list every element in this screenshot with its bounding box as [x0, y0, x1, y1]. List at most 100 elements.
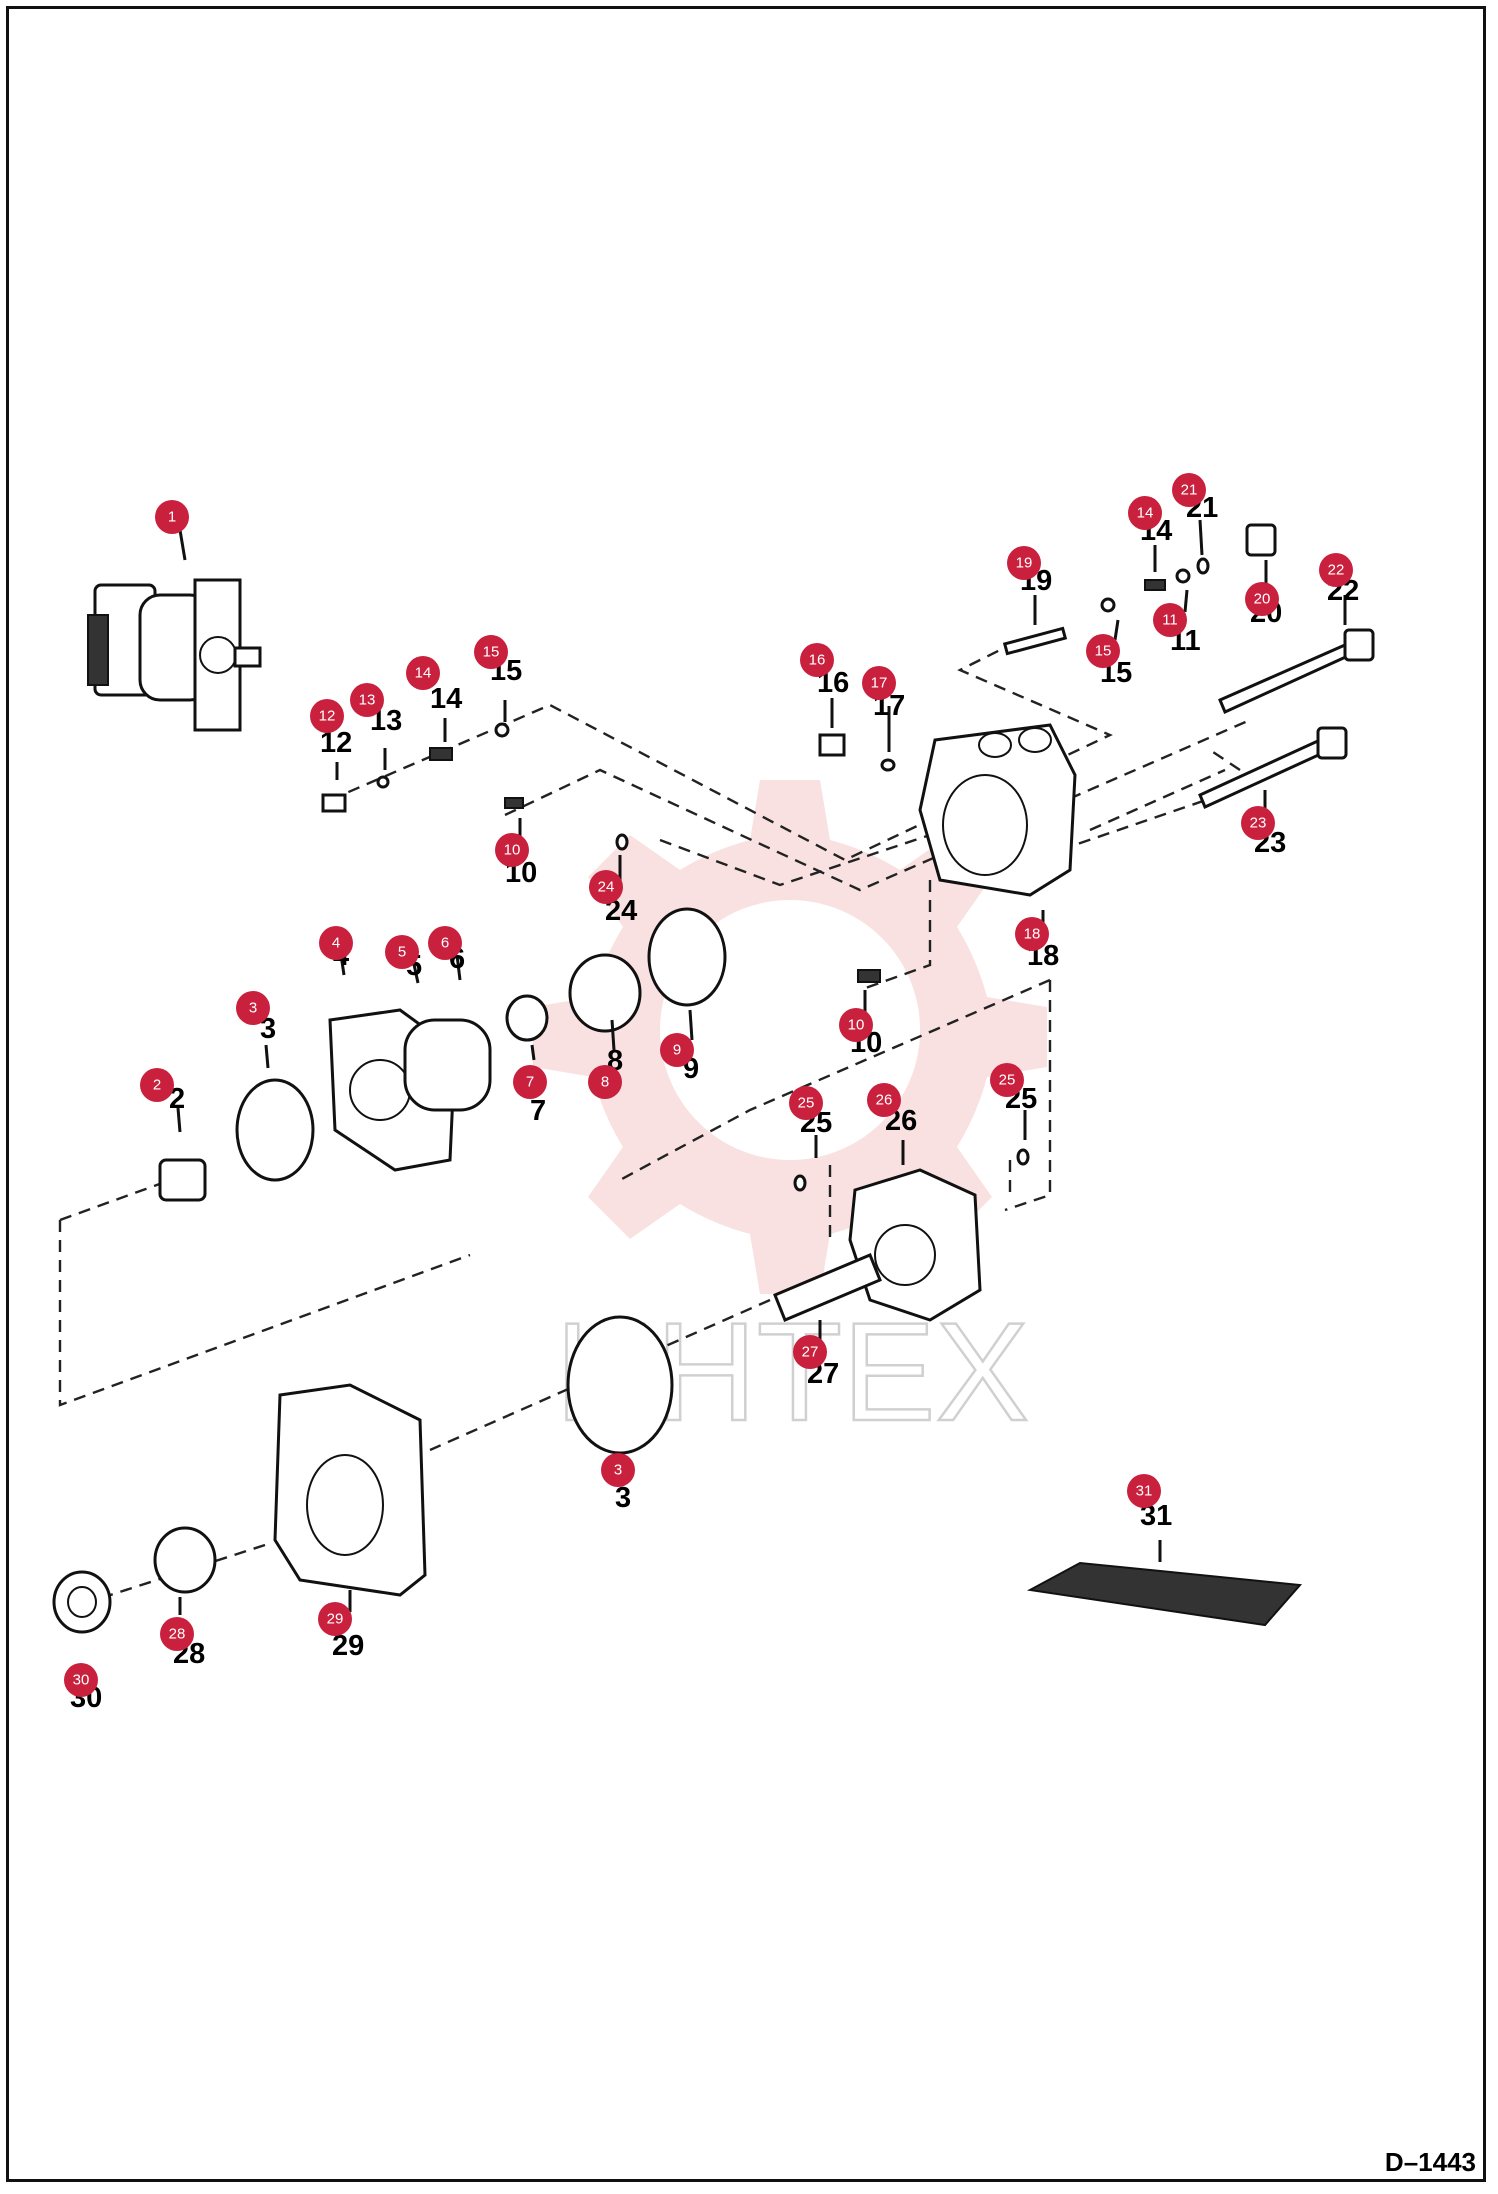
- svg-text:4: 4: [332, 935, 340, 952]
- rotor: [403, 1018, 492, 1112]
- printed-3a: 3: [260, 1013, 276, 1045]
- badge-18[interactable]: 18: [1015, 917, 1049, 951]
- badge-26[interactable]: 26: [867, 1083, 901, 1117]
- part-shapes: [52, 523, 1375, 1634]
- badge-6[interactable]: 6: [428, 926, 462, 960]
- svg-text:31: 31: [1136, 1483, 1153, 1500]
- badge-13[interactable]: 13: [350, 683, 384, 717]
- seal-kit: [1026, 1561, 1303, 1627]
- shaft-seal: [52, 1570, 112, 1634]
- fitting-16: [818, 733, 846, 757]
- badge-14a[interactable]: 14: [406, 656, 440, 690]
- o-ring-25-right: [1016, 1148, 1030, 1166]
- ball-13: [376, 775, 390, 789]
- badge-15b[interactable]: 15: [1086, 634, 1120, 668]
- svg-text:15: 15: [1095, 643, 1112, 660]
- svg-text:11: 11: [1162, 612, 1178, 629]
- spring-14-right: [1144, 579, 1166, 591]
- plug-20: [1245, 523, 1277, 557]
- svg-text:14: 14: [415, 665, 432, 682]
- svg-text:17: 17: [871, 675, 888, 692]
- o-ring-25-left: [793, 1174, 807, 1192]
- svg-text:6: 6: [441, 935, 449, 952]
- badge-24[interactable]: 24: [589, 870, 623, 904]
- badge-8[interactable]: 8: [588, 1065, 622, 1099]
- gerotor: [848, 1168, 982, 1322]
- svg-text:22: 22: [1328, 562, 1345, 579]
- svg-text:15: 15: [483, 644, 500, 661]
- svg-text:9: 9: [673, 1042, 681, 1059]
- end-housing: [918, 723, 1077, 897]
- badge-11[interactable]: 11: [1153, 603, 1187, 637]
- front-housing: [273, 1383, 427, 1597]
- badge-22[interactable]: 22: [1319, 553, 1353, 587]
- printed-2: 2: [169, 1083, 185, 1115]
- ring: [568, 953, 642, 1033]
- drawing-code: D–1443: [1384, 2147, 1476, 2177]
- badge-28[interactable]: 28: [160, 1617, 194, 1651]
- svg-text:10: 10: [848, 1017, 865, 1034]
- svg-text:18: 18: [1024, 926, 1041, 943]
- ball-11: [1175, 568, 1191, 584]
- ring-28: [153, 1526, 217, 1594]
- badge-19[interactable]: 19: [1007, 546, 1041, 580]
- svg-text:1: 1: [168, 509, 176, 526]
- spring-upper: [504, 797, 524, 809]
- badge-25b[interactable]: 25: [990, 1063, 1024, 1097]
- svg-text:27: 27: [802, 1344, 819, 1361]
- badge-31[interactable]: 31: [1127, 1474, 1161, 1508]
- badge-2[interactable]: 2: [140, 1068, 174, 1102]
- badge-27[interactable]: 27: [793, 1335, 827, 1369]
- motor-assembly: [87, 578, 262, 732]
- o-ring-lower: [566, 1315, 674, 1455]
- printed-3b: 3: [615, 1482, 631, 1514]
- badge-5[interactable]: 5: [385, 935, 419, 969]
- badge-20[interactable]: 20: [1245, 582, 1279, 616]
- o-ring-17: [880, 758, 896, 772]
- badge-4[interactable]: 4: [319, 926, 353, 960]
- svg-text:28: 28: [169, 1626, 186, 1643]
- badge-10b[interactable]: 10: [839, 1008, 873, 1042]
- svg-text:25: 25: [999, 1072, 1016, 1089]
- badge-1[interactable]: 1: [155, 500, 189, 534]
- drive-shaft: [773, 1253, 882, 1322]
- badge-30[interactable]: 30: [64, 1663, 98, 1697]
- badge-16[interactable]: 16: [800, 643, 834, 677]
- plug-12: [321, 793, 347, 813]
- svg-text:5: 5: [398, 944, 406, 961]
- svg-text:26: 26: [876, 1092, 893, 1109]
- o-ring-21: [1196, 557, 1210, 575]
- printed-7: 7: [530, 1095, 546, 1127]
- badge-12[interactable]: 12: [310, 699, 344, 733]
- badge-15a[interactable]: 15: [474, 635, 508, 669]
- badge-25a[interactable]: 25: [789, 1086, 823, 1120]
- badge-10a[interactable]: 10: [495, 833, 529, 867]
- badge-29[interactable]: 29: [318, 1602, 352, 1636]
- svg-text:3: 3: [614, 1462, 622, 1479]
- assembly-lines: [58, 638, 1251, 1602]
- badge-9[interactable]: 9: [660, 1033, 694, 1067]
- ball-15: [494, 722, 510, 738]
- svg-text:7: 7: [526, 1074, 534, 1091]
- badge-3a[interactable]: 3: [236, 991, 270, 1025]
- badge-3b[interactable]: 3: [601, 1453, 635, 1487]
- badge-17[interactable]: 17: [862, 666, 896, 700]
- seal: [505, 994, 549, 1042]
- svg-text:24: 24: [598, 879, 615, 896]
- svg-text:13: 13: [359, 692, 376, 709]
- badge-21[interactable]: 21: [1172, 473, 1206, 507]
- badge-14b[interactable]: 14: [1128, 496, 1162, 530]
- spring-lower: [857, 969, 881, 983]
- svg-text:14: 14: [1137, 505, 1154, 522]
- svg-text:3: 3: [249, 1000, 257, 1017]
- pin-19: [1002, 626, 1068, 656]
- coupling: [158, 1158, 207, 1202]
- svg-text:21: 21: [1181, 482, 1198, 499]
- svg-text:2: 2: [153, 1077, 161, 1094]
- svg-text:16: 16: [809, 652, 826, 669]
- svg-text:20: 20: [1254, 591, 1271, 608]
- badge-23[interactable]: 23: [1241, 806, 1275, 840]
- badge-7[interactable]: 7: [513, 1065, 547, 1099]
- svg-text:10: 10: [504, 842, 521, 859]
- watermark-gear: [533, 780, 1047, 1294]
